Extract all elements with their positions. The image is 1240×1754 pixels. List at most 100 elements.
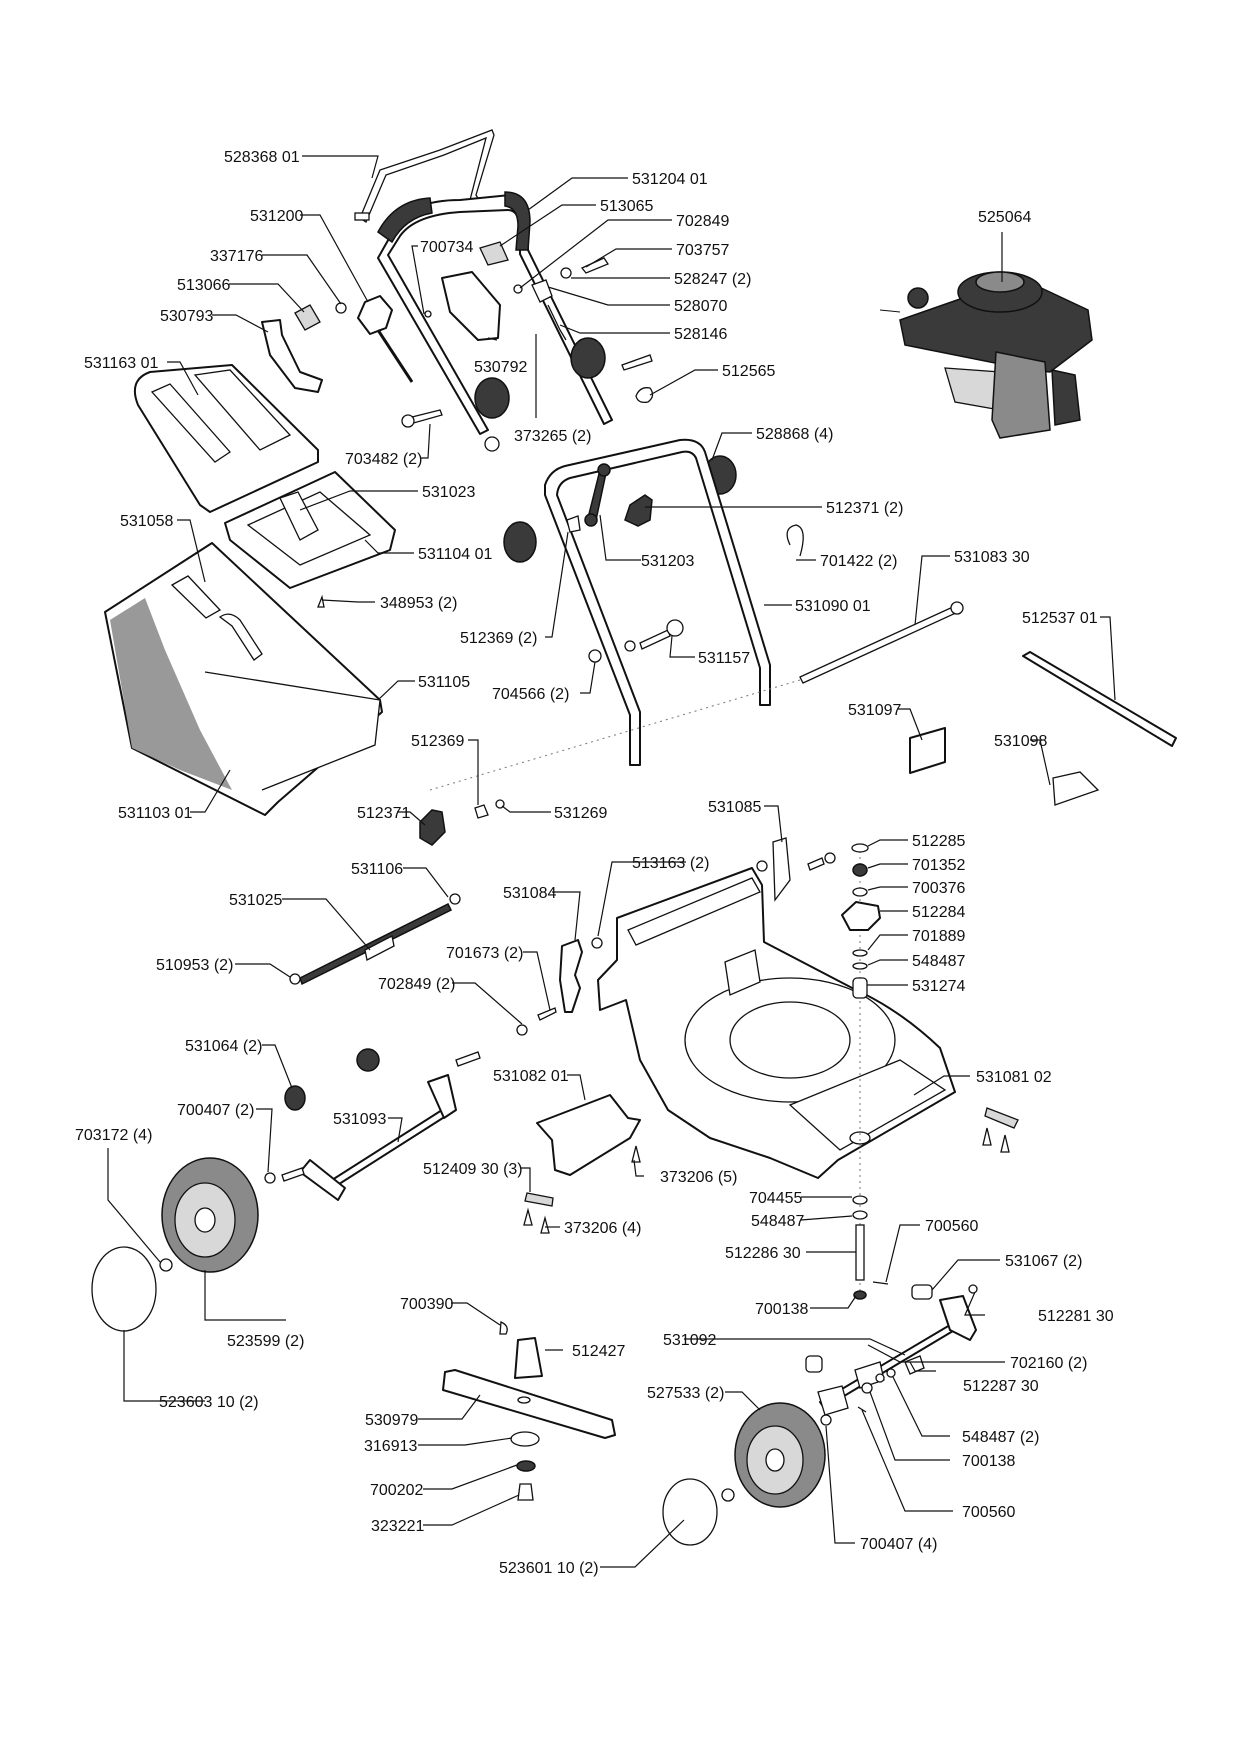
callout-531092: 531092 <box>663 1332 716 1349</box>
callout-700138-pivot: 700138 <box>755 1301 808 1318</box>
screw-703757 <box>580 257 609 274</box>
callout-701673: 701673 (2) <box>446 945 523 962</box>
callout-348953: 348953 (2) <box>380 595 457 612</box>
washer-548487-b <box>875 1373 885 1383</box>
nut-703172 <box>159 1258 173 1272</box>
control-cable <box>376 329 414 383</box>
callout-512284: 512284 <box>912 904 965 921</box>
deck-bowl-inner <box>729 1001 851 1079</box>
callout-512371: 512371 <box>357 805 410 822</box>
catcher-frame <box>204 671 381 791</box>
bolt-323221 <box>517 1483 534 1501</box>
leader-lines <box>107 155 1116 1568</box>
callout-530793: 530793 <box>160 308 213 325</box>
callout-528247: 528247 (2) <box>674 271 751 288</box>
axle-arm-right <box>427 1074 457 1119</box>
nut-337176 <box>335 302 347 314</box>
washer-548487 <box>852 962 868 970</box>
lever-ball-top <box>597 463 611 477</box>
washer-700407-front <box>820 1414 832 1426</box>
bail-handle-pin <box>354 212 370 221</box>
callout-701422: 701422 (2) <box>820 553 897 570</box>
callout-531058: 531058 <box>120 513 173 530</box>
lever-ball-bottom <box>584 513 598 527</box>
callout-700376: 700376 <box>912 880 965 897</box>
callout-700407-4: 700407 (4) <box>860 1536 937 1553</box>
spacer-531274 <box>852 977 868 999</box>
deck-chute-slot <box>724 949 761 996</box>
guard-plate <box>536 1094 641 1176</box>
callout-512281-30: 512281 30 <box>1038 1308 1114 1325</box>
callout-702849-2: 702849 (2) <box>378 976 455 993</box>
callout-531083-30: 531083 30 <box>954 549 1030 566</box>
clip-512409 <box>524 1192 554 1207</box>
callout-700560-front: 700560 <box>962 1504 1015 1521</box>
eyebolt-531157 <box>639 629 671 650</box>
lockwasher-700202 <box>516 1460 536 1472</box>
axle-pin-right <box>455 1051 481 1067</box>
callout-703172: 703172 (4) <box>75 1127 152 1144</box>
screw-700734 <box>424 310 432 318</box>
callout-700407-2: 700407 (2) <box>177 1102 254 1119</box>
callout-531103-01: 531103 01 <box>118 805 193 822</box>
screw-373206-c <box>540 1215 550 1234</box>
callout-528368-01: 528368 01 <box>224 149 300 166</box>
callout-530792: 530792 <box>474 359 527 376</box>
catcher-handle <box>218 613 263 661</box>
callout-513163: 513163 (2) <box>632 855 709 872</box>
bracket-530793 <box>261 319 323 393</box>
callout-513065: 513065 <box>600 198 653 215</box>
spring-528146 <box>547 304 567 341</box>
pin-700560 <box>872 1281 889 1285</box>
callout-512371-2: 512371 (2) <box>826 500 903 517</box>
callout-531163-01: 531163 01 <box>84 355 159 372</box>
washer-510953-b <box>449 893 461 905</box>
bracket-531085 <box>772 837 791 902</box>
callout-531093: 531093 <box>333 1111 386 1128</box>
rod-531083-30 <box>799 605 959 684</box>
callout-512409-30: 512409 30 (3) <box>423 1161 523 1178</box>
callout-316913: 316913 <box>364 1438 417 1455</box>
callout-702160: 702160 (2) <box>1010 1355 1087 1372</box>
nut-531157 <box>624 640 636 652</box>
callout-373265: 373265 (2) <box>514 428 591 445</box>
screw-373265 <box>621 354 653 371</box>
bolt-701673 <box>537 1007 557 1021</box>
bushing-531067 <box>911 1284 933 1300</box>
clip-512369-upper <box>566 515 581 533</box>
callout-513066: 513066 <box>177 277 230 294</box>
lever-531203 <box>587 468 607 521</box>
nut-front <box>721 1488 735 1502</box>
rod-knob <box>950 601 964 615</box>
shaft-512286-30 <box>855 1224 865 1281</box>
washer-548487-a <box>886 1368 896 1378</box>
clip-531023 <box>279 491 319 541</box>
bolt-531085 <box>807 857 825 871</box>
callout-531067: 531067 (2) <box>1005 1253 1082 1270</box>
callout-531097: 531097 <box>848 702 901 719</box>
callout-531023: 531023 <box>422 484 475 501</box>
lid-window-1 <box>150 383 231 463</box>
callout-528146: 528146 <box>674 326 727 343</box>
callout-704566: 704566 (2) <box>492 686 569 703</box>
callout-548487-pivot: 548487 <box>751 1213 804 1230</box>
callout-523601-10: 523601 10 (2) <box>499 1560 599 1577</box>
lower-handle <box>544 438 771 766</box>
right-grip <box>504 191 531 251</box>
spring-531025 <box>364 935 395 961</box>
callout-700390: 700390 <box>400 1296 453 1313</box>
callout-702849: 702849 <box>676 213 729 230</box>
callout-531200: 531200 <box>250 208 303 225</box>
washer-700138 <box>853 1290 867 1300</box>
hubcap-left <box>91 1246 157 1332</box>
callout-512369-2: 512369 (2) <box>460 630 537 647</box>
callout-701889: 701889 <box>912 928 965 945</box>
callout-700560: 700560 <box>925 1218 978 1235</box>
handle-cap <box>484 436 500 452</box>
adjuster-wheels <box>474 337 737 563</box>
callout-512286-30: 512286 30 <box>725 1245 801 1262</box>
left-grip <box>377 197 433 244</box>
deflector-531098 <box>1052 771 1100 806</box>
nut-704566 <box>588 649 602 663</box>
screw-373206-a <box>631 1145 641 1163</box>
